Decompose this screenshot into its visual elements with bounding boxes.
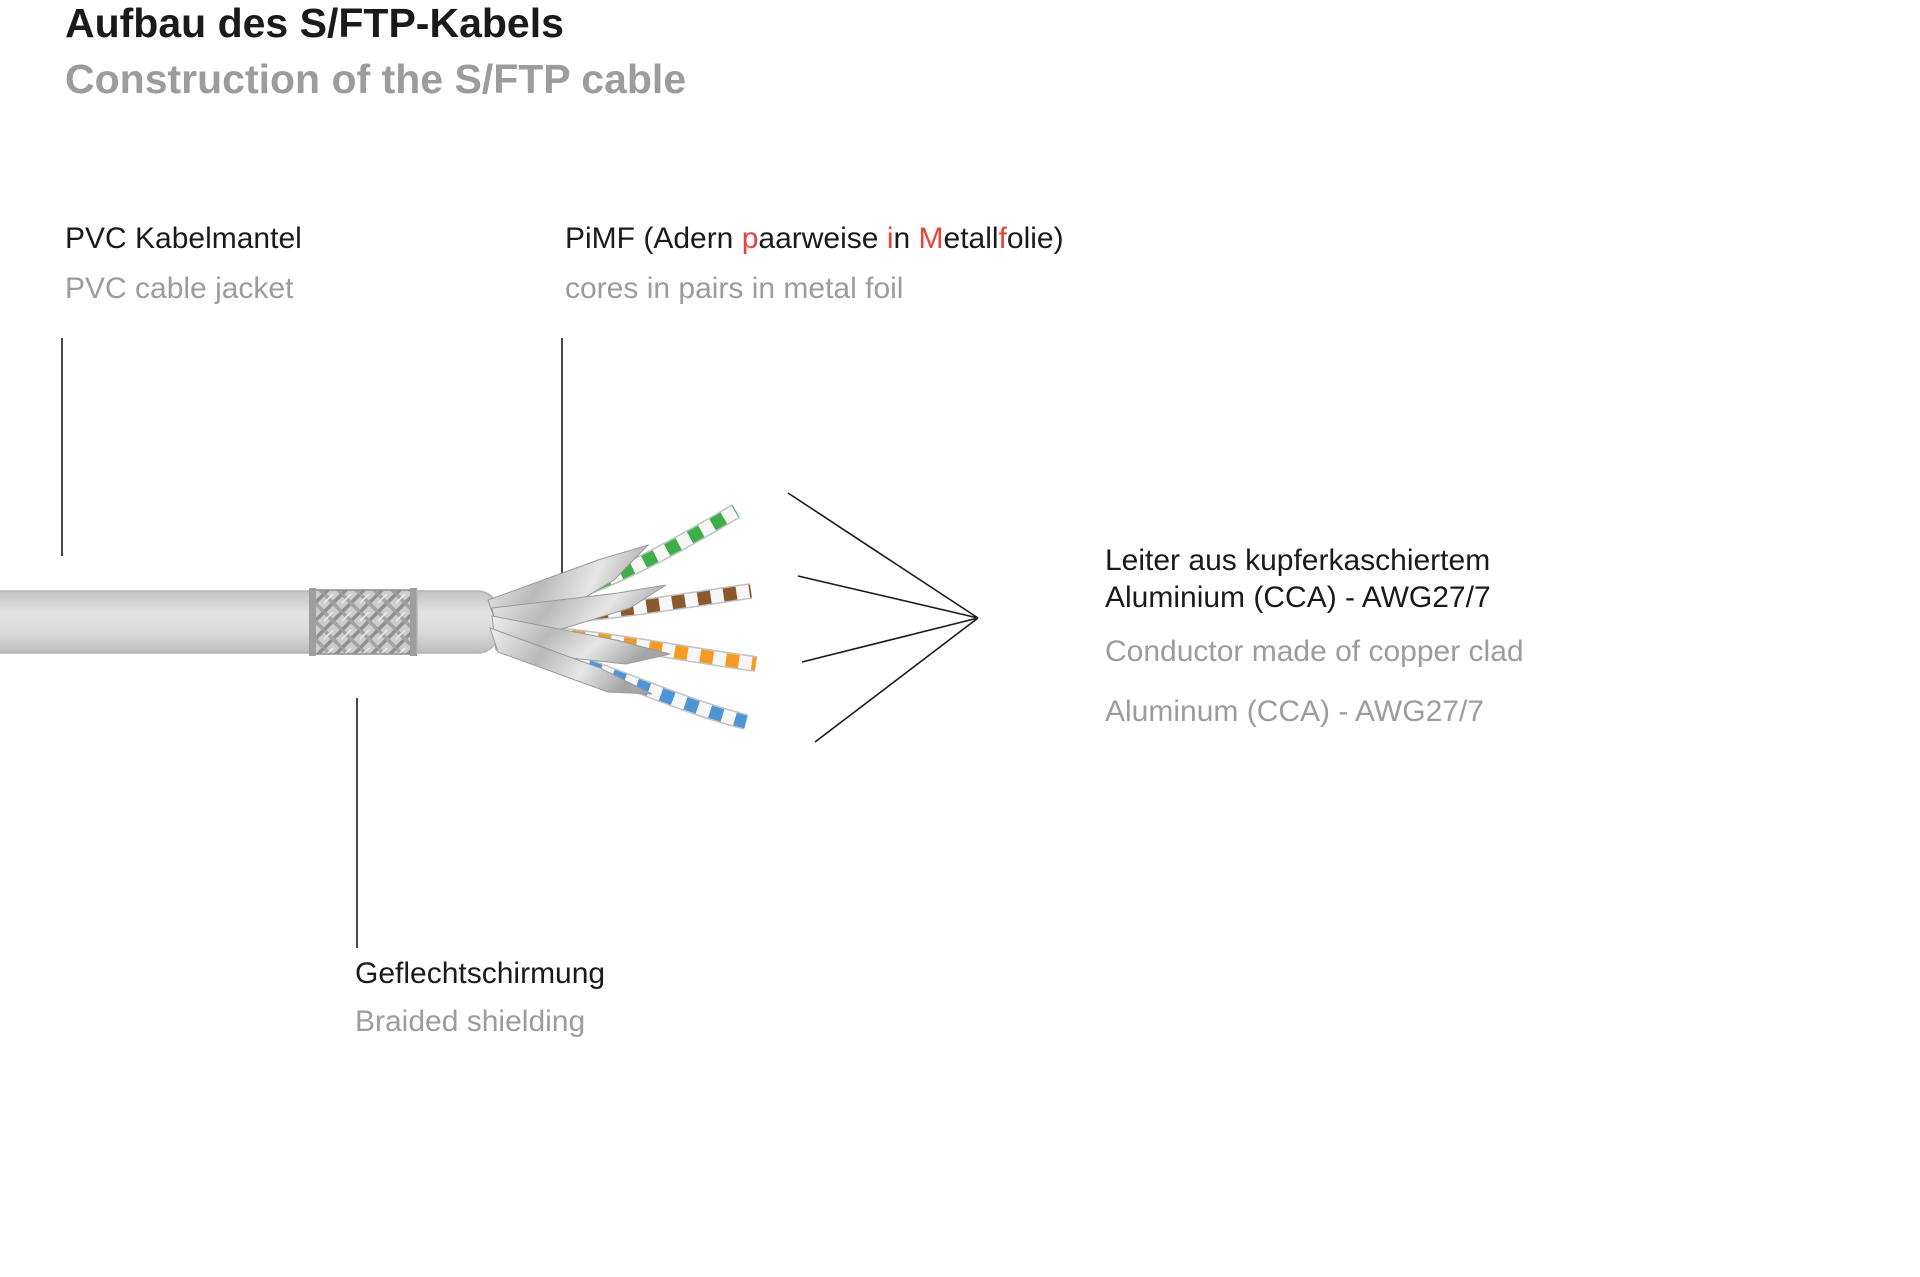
- label-braid-de: Geflechtschirmung: [355, 957, 606, 990]
- label-conductor-en-1: Conductor made of copper clad: [1105, 635, 1524, 668]
- label-conductor-de-2: Aluminium (CCA) - AWG27/7: [1105, 581, 1491, 614]
- braided-shield: [309, 588, 417, 656]
- page-title-en: Construction of the S/FTP cable: [65, 56, 687, 102]
- foil-wraps: [487, 543, 671, 695]
- label-braid-en: Braided shielding: [355, 1005, 586, 1038]
- label-pimf-de: PiMF (Adern paarweise in Metallfolie): [565, 222, 1064, 255]
- label-conductor-block: Leiter aus kupferkaschiertem Aluminium (…: [1105, 542, 1524, 736]
- label-conductor-de-1: Leiter aus kupferkaschiertem: [1105, 544, 1491, 577]
- label-conductor-en-2: Aluminum (CCA) - AWG27/7: [1105, 695, 1484, 728]
- foil-wrap-blue: [489, 627, 653, 695]
- page-title-de: Aufbau des S/FTP-Kabels: [65, 0, 564, 46]
- conductor-fan-lines: [787, 492, 979, 743]
- callout-lines: [61, 338, 563, 948]
- cable-jacket: [0, 590, 321, 654]
- label-pimf-en: cores in pairs in metal foil: [565, 272, 904, 305]
- label-pvc-jacket-de: PVC Kabelmantel: [65, 222, 302, 255]
- label-pvc-jacket-en: PVC cable jacket: [65, 272, 294, 305]
